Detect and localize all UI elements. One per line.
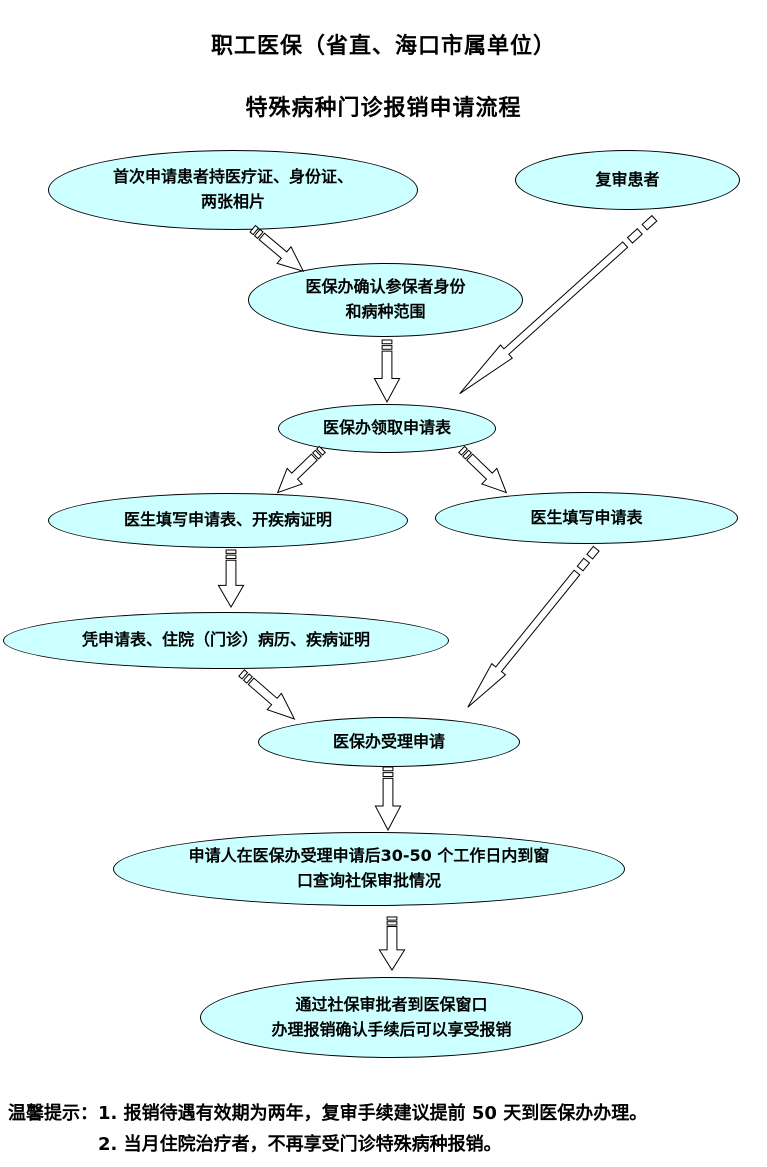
node-accept-application: 医保办受理申请 (258, 717, 520, 767)
node-final-reimburse-label: 通过社保审批者到医保窗口 办理报销确认手续后可以享受报销 (271, 994, 512, 1039)
node-confirm-identity-label: 医保办确认参保者身份 和病种范围 (305, 277, 466, 321)
node-with-documents: 凭申请表、住院（门诊）病历、疾病证明 (3, 612, 449, 669)
node-doctor-fill: 医生填写申请表 (435, 492, 738, 544)
striped-arrow-doctorcert-to-documents-icon (217, 550, 245, 607)
node-review-patient: 复审患者 (515, 150, 740, 210)
striped-arrow-documents-to-accept-icon (234, 664, 303, 728)
striped-arrow-query-to-final-icon (378, 917, 406, 970)
node-first-visit-label: 首次申请患者持医疗证、身份证、 两张相片 (112, 167, 353, 211)
striped-arrow-collect-to-doctorcert-icon (269, 441, 330, 501)
striped-arrow-confirm-to-collect-icon (373, 340, 401, 402)
reminder-note-2: 2. 当月住院治疗者，不再享受门诊特殊病种报销。 (98, 1134, 502, 1155)
node-doctor-fill-label: 医生填写申请表 (530, 507, 643, 527)
striped-arrow-accept-to-query-icon (374, 767, 402, 830)
node-collect-form: 医保办领取申请表 (278, 404, 496, 453)
page-title: 职工医保（省直、海口市属单位） (210, 34, 556, 59)
page-subtitle: 特殊病种门诊报销申请流程 (245, 96, 522, 121)
reminder-notes-lines: 1. 报销待遇有效期为两年，复审手续建议提前 50 天到医保办办理。 2. 当月… (98, 1098, 647, 1160)
node-query-approval-label: 申请人在医保办受理申请后30-50 个工作日内到窗 口查询社保审批情况 (188, 846, 550, 890)
node-with-documents-label: 凭申请表、住院（门诊）病历、疾病证明 (81, 630, 370, 650)
reminder-notes-label: 温馨提示： (8, 1103, 98, 1124)
striped-arrow-first-to-confirm-icon (245, 220, 311, 281)
node-accept-application-label: 医保办受理申请 (332, 731, 445, 751)
striped-arrow-review-to-collect-icon (452, 210, 661, 402)
node-doctor-fill-cert-label: 医生填写申请表、开疾病证明 (123, 510, 332, 530)
node-first-visit: 首次申请患者持医疗证、身份证、 两张相片 (48, 150, 418, 230)
reminder-note-1: 1. 报销待遇有效期为两年，复审手续建议提前 50 天到医保办办理。 (98, 1103, 648, 1124)
node-final-reimburse: 通过社保审批者到医保窗口 办理报销确认手续后可以享受报销 (200, 977, 583, 1058)
striped-arrow-collect-to-doctor-icon (453, 441, 514, 501)
reminder-notes: 温馨提示： 1. 报销待遇有效期为两年，复审手续建议提前 50 天到医保办办理。… (8, 1098, 763, 1160)
node-collect-form-label: 医保办领取申请表 (322, 418, 451, 438)
node-review-patient-label: 复审患者 (595, 169, 660, 189)
node-doctor-fill-cert: 医生填写申请表、开疾病证明 (48, 493, 408, 548)
striped-arrow-doctor-to-accept-icon (459, 542, 604, 714)
node-confirm-identity: 医保办确认参保者身份 和病种范围 (248, 263, 523, 337)
node-query-approval: 申请人在医保办受理申请后30-50 个工作日内到窗 口查询社保审批情况 (113, 832, 625, 906)
